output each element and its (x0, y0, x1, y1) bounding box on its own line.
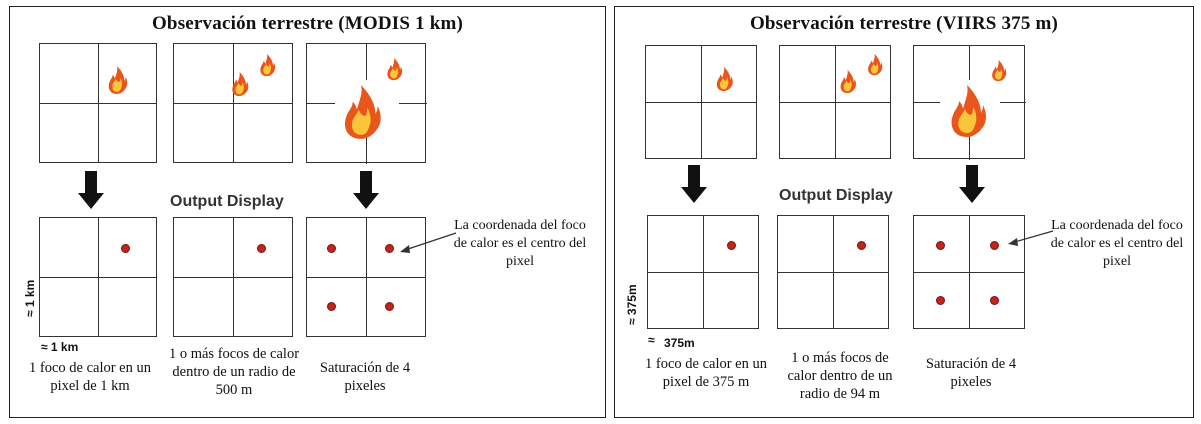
flame-icon (840, 69, 856, 94)
viirs-output-grid-2 (777, 215, 889, 329)
pixel-center-note: La coordenada del foco de calor es el ce… (1050, 218, 1184, 269)
scale-horizontal-label: ≈ 1 km (41, 340, 79, 354)
flame-icon (992, 59, 1007, 82)
flame-icon (108, 66, 128, 94)
flame-icon (260, 53, 276, 77)
flame-icon (951, 85, 986, 137)
caption-saturation: Saturación de 4 pixeles (319, 360, 411, 394)
caption-multiple-foci: 1 o más focos de calor dentro de un radi… (168, 346, 300, 398)
caption-saturation: Saturación de 4 pixeles (925, 356, 1017, 390)
flame-icon (344, 85, 381, 139)
modis-panel-title: Observación terrestre (MODIS 1 km) (151, 13, 464, 34)
viirs-output-grid-1 (647, 215, 759, 329)
down-arrow-icon (78, 171, 104, 209)
down-arrow-icon (353, 171, 379, 209)
down-arrow-icon (959, 165, 985, 203)
modis-output-grid-3 (306, 217, 426, 337)
caption-multiple-foci: 1 o más focos de calor dentro de un radi… (787, 350, 893, 402)
modis-output-grid-1 (39, 217, 157, 337)
down-arrow-icon (681, 165, 707, 203)
modis-input-grid-2 (173, 43, 293, 163)
viirs-input-grid-1 (645, 45, 757, 159)
caption-single-pixel: 1 foco de calor en un pixel de 1 km (29, 360, 151, 394)
pixel-center-note: La coordenada del foco de calor es el ce… (453, 218, 587, 269)
pointer-arrow-icon (1008, 230, 1054, 246)
caption-single-pixel: 1 foco de calor en un pixel de 375 m (645, 356, 767, 390)
scale-vertical-label: ≈ 1 km (23, 279, 37, 317)
modis-output-grid-2 (173, 217, 293, 337)
modis-input-grid-1 (39, 43, 157, 163)
flame-icon (716, 66, 733, 92)
flame-icon (868, 53, 883, 76)
flame-icon (387, 57, 403, 81)
scale-horizontal-label: 375m (664, 336, 695, 350)
pointer-arrow-icon (400, 232, 457, 253)
flame-icon (232, 71, 249, 97)
scale-vertical-label: ≈ 375m (625, 284, 639, 325)
output-display-label: Output Display (779, 187, 893, 204)
viirs-panel: Observación terrestre (VIIRS 375 m) Outp… (614, 6, 1194, 418)
viirs-panel-title: Observación terrestre (VIIRS 375 m) (749, 13, 1059, 34)
viirs-output-grid-3 (913, 215, 1025, 329)
modis-panel: Observación terrestre (MODIS 1 km) Outpu… (9, 6, 606, 418)
scale-horizontal-symbol: ≈ (648, 333, 655, 347)
output-display-label: Output Display (170, 193, 284, 210)
